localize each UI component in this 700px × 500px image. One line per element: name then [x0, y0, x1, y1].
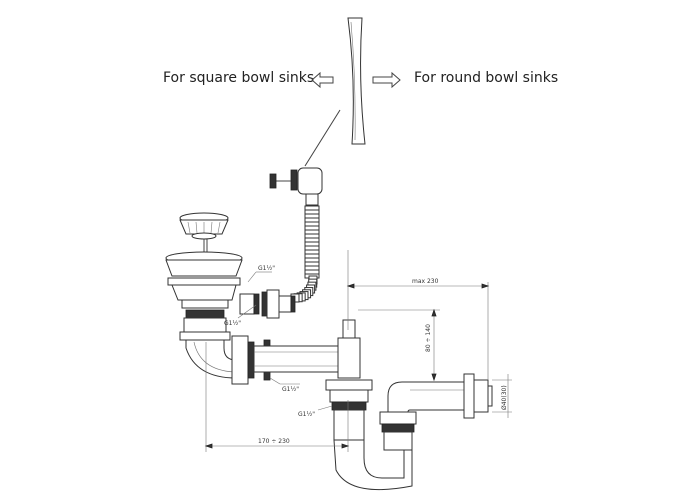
hose-rib	[304, 217, 320, 223]
overflow-plate	[347, 17, 366, 145]
svg-text:G1½": G1½"	[282, 386, 299, 393]
hose-rib	[304, 257, 320, 263]
label-diameter: Ø40(30)	[501, 385, 508, 410]
dim-170-230: 170 ÷ 230	[204, 342, 350, 452]
overflow-hose	[290, 205, 320, 303]
hose-rib	[304, 205, 320, 211]
callout-g-b: G1½"	[224, 304, 257, 327]
hose-rib	[304, 237, 320, 243]
dim-80-140: 80 ÷ 140	[358, 308, 440, 382]
dim-max-230: max 230	[346, 250, 490, 380]
drain-body	[165, 251, 243, 341]
hose-rib	[304, 229, 320, 235]
dim-diameter: Ø40(30)	[492, 374, 512, 418]
caption-square-bowl: For square bowl sinks	[163, 70, 315, 86]
hose-rib	[304, 261, 320, 267]
caption-round-bowl: For round bowl sinks	[414, 70, 559, 86]
hose-rib	[304, 245, 320, 251]
hose-rib	[304, 249, 320, 255]
hose-rib	[304, 269, 320, 275]
callout-g-a: G1½"	[247, 265, 275, 283]
arrow-right-icon	[372, 71, 401, 89]
overflow-leader-line	[304, 109, 341, 167]
hose-rib	[304, 233, 320, 239]
tee-connector	[325, 319, 373, 441]
label-80-140: 80 ÷ 140	[425, 324, 432, 352]
horizontal-pipe	[253, 345, 339, 373]
svg-text:G1½": G1½"	[298, 411, 315, 418]
callout-g-c: G1½"	[269, 377, 300, 393]
svg-text:G1½": G1½"	[224, 320, 241, 327]
drain-elbow	[185, 339, 237, 379]
hose-rib	[304, 221, 320, 227]
hose-rib	[304, 213, 320, 219]
overflow-inlet	[239, 289, 296, 319]
label-max-230: max 230	[412, 278, 439, 285]
hose-rib	[304, 265, 320, 271]
callout-g-d: G1½"	[298, 405, 333, 418]
svg-text:G1½": G1½"	[258, 265, 275, 272]
trap-outlet	[379, 373, 493, 451]
hose-rib	[304, 253, 320, 259]
label-170-230: 170 ÷ 230	[258, 438, 290, 445]
hose-rib	[304, 225, 320, 231]
hose-rib	[304, 209, 320, 215]
overflow-connector	[269, 167, 323, 206]
hose-rib	[304, 241, 320, 247]
arrow-left-icon	[311, 71, 334, 89]
strainer-basket	[179, 212, 229, 252]
